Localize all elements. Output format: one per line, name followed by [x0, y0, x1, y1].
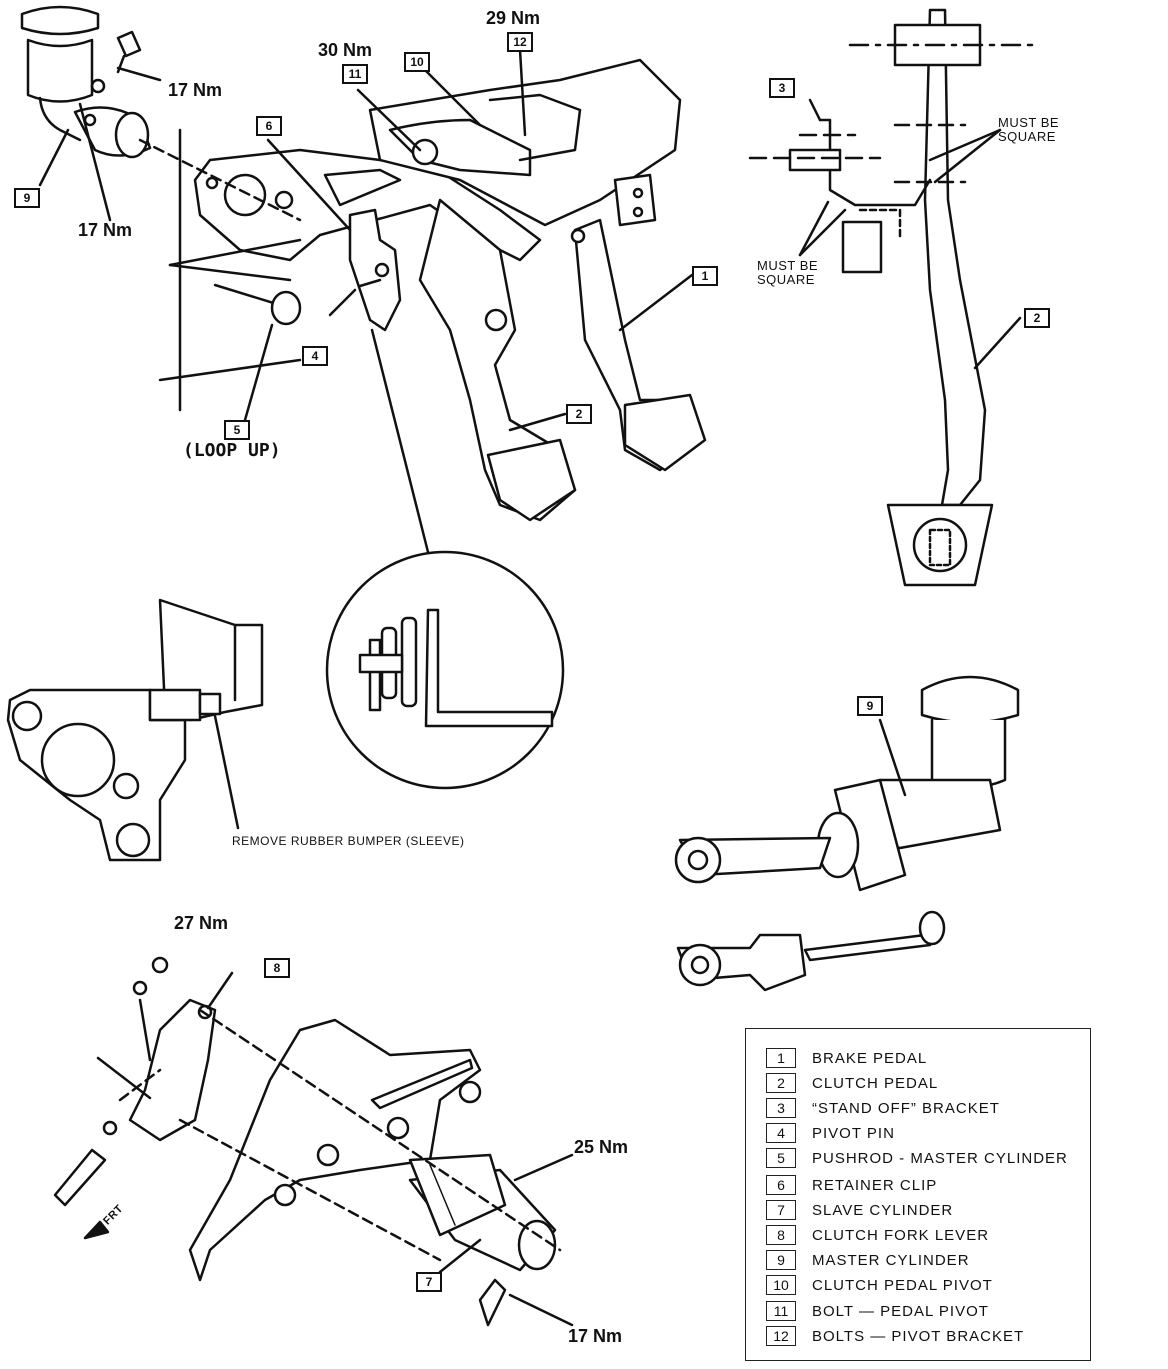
- brake-pedal-arm: [570, 218, 707, 472]
- legend-row: 5 PUSHROD - MASTER CYLINDER: [766, 1147, 1068, 1169]
- leader-lines: [138, 48, 694, 562]
- legend-number: 12: [766, 1326, 796, 1346]
- must-be-square-bottom-line1: MUST BE: [757, 258, 819, 273]
- legend-label: CLUTCH FORK LEVER: [812, 1226, 990, 1244]
- master-cylinder-top-left: [20, 5, 152, 159]
- callout-10: 10: [404, 52, 430, 72]
- legend-row: 1 BRAKE PEDAL: [766, 1047, 927, 1069]
- detail-circle: [325, 550, 565, 790]
- legend-row: 12 BOLTS — PIVOT BRACKET: [766, 1325, 1024, 1347]
- torque-label-27nm: 27 Nm: [174, 913, 229, 933]
- legend-label: PUSHROD - MASTER CYLINDER: [812, 1149, 1068, 1167]
- legend-row: 3 “STAND OFF” BRACKET: [766, 1097, 1000, 1119]
- torque-label-17nm-top: 17 Nm: [168, 80, 223, 100]
- remove-rubber-bumper-note: REMOVE RUBBER BUMPER (SLEEVE): [232, 834, 465, 848]
- legend-label: BOLTS — PIVOT BRACKET: [812, 1327, 1025, 1345]
- frt-arrow-icon: [83, 1220, 110, 1240]
- torque-label-30nm: 30 Nm: [318, 40, 373, 60]
- bumper-detail: [6, 598, 264, 862]
- callout-4: 4: [302, 346, 328, 366]
- callout-2-side: 2: [1024, 308, 1050, 328]
- callout-7: 7: [416, 1272, 442, 1292]
- clutch-pedal-arm: [418, 198, 577, 522]
- legend-row: 9 MASTER CYLINDER: [766, 1249, 970, 1271]
- legend-label: CLUTCH PEDAL PIVOT: [812, 1276, 993, 1294]
- legend-label: “STAND OFF” BRACKET: [812, 1099, 1000, 1117]
- loop-up-note: (LOOP UP): [183, 440, 281, 461]
- legend-row: 11 BOLT — PEDAL PIVOT: [766, 1300, 989, 1322]
- legend-number: 5: [766, 1148, 796, 1168]
- legend-label: SLAVE CYLINDER: [812, 1201, 954, 1219]
- slave-cylinder-area: [53, 956, 574, 1327]
- callout-1: 1: [692, 266, 718, 286]
- legend-number: 2: [766, 1073, 796, 1093]
- callout-6: 6: [256, 116, 282, 136]
- legend-number: 11: [766, 1301, 796, 1321]
- legend-number: 3: [766, 1098, 796, 1118]
- legend-row: 7 SLAVE CYLINDER: [766, 1199, 953, 1221]
- legend-label: CLUTCH PEDAL: [812, 1074, 939, 1092]
- legend-number: 7: [766, 1200, 796, 1220]
- must-be-square-top-line1: MUST BE: [998, 115, 1060, 130]
- legend-label: RETAINER CLIP: [812, 1176, 938, 1194]
- callout-5: 5: [224, 420, 250, 440]
- must-be-square-top-line2: SQUARE: [998, 129, 1056, 144]
- legend-number: 8: [766, 1225, 796, 1245]
- side-view-pedal: [748, 8, 1042, 587]
- legend-label: PIVOT PIN: [812, 1124, 895, 1142]
- torque-label-29nm: 29 Nm: [486, 8, 541, 28]
- torque-label-17nm-bottom: 17 Nm: [568, 1326, 623, 1346]
- pushrod-right: [676, 910, 946, 992]
- callout-8: 8: [264, 958, 290, 978]
- must-be-square-bottom-line2: SQUARE: [757, 272, 815, 287]
- pedal-bracket: [193, 58, 682, 262]
- pivot-pin-area: [158, 128, 402, 412]
- legend-number: 10: [766, 1275, 796, 1295]
- callout-9-right: 9: [857, 696, 883, 716]
- legend-row: 2 CLUTCH PEDAL: [766, 1072, 938, 1094]
- legend-label: MASTER CYLINDER: [812, 1251, 970, 1269]
- torque-label-25nm: 25 Nm: [574, 1137, 629, 1157]
- legend-label: BRAKE PEDAL: [812, 1049, 928, 1067]
- callout-2-pedal: 2: [566, 404, 592, 424]
- legend-row: 4 PIVOT PIN: [766, 1122, 895, 1144]
- legend-label: BOLT — PEDAL PIVOT: [812, 1302, 989, 1320]
- callout-12: 12: [507, 32, 533, 52]
- legend-row: 8 CLUTCH FORK LEVER: [766, 1224, 989, 1246]
- legend-number: 1: [766, 1048, 796, 1068]
- callout-11: 11: [342, 64, 368, 84]
- legend-row: 6 RETAINER CLIP: [766, 1174, 937, 1196]
- legend-row: 10 CLUTCH PEDAL PIVOT: [766, 1274, 993, 1296]
- torque-arrows-top-left: [38, 66, 162, 222]
- legend-number: 6: [766, 1175, 796, 1195]
- master-cylinder-right: [674, 675, 1020, 892]
- callout-3: 3: [769, 78, 795, 98]
- legend-number: 4: [766, 1123, 796, 1143]
- callout-9-top: 9: [14, 188, 40, 208]
- legend-number: 9: [766, 1250, 796, 1270]
- parts-legend: 1 BRAKE PEDAL 2 CLUTCH PEDAL 3 “STAND OFF” …: [745, 1028, 1091, 1361]
- torque-label-17nm-left: 17 Nm: [78, 220, 133, 240]
